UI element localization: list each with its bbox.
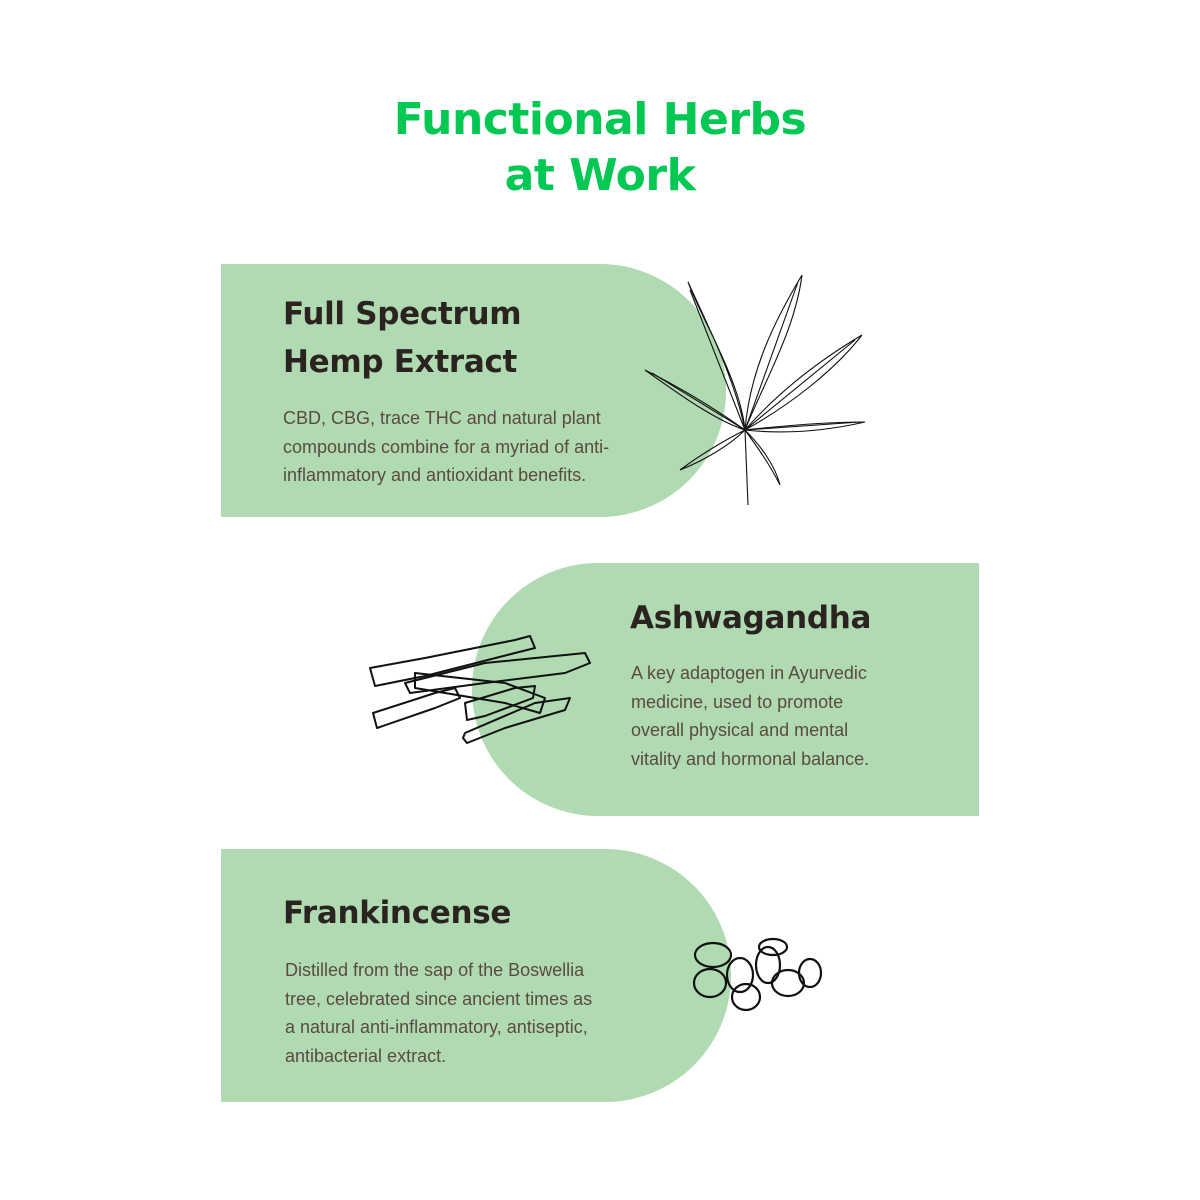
ashwagandha-root-icon [369,635,591,744]
hemp-card [221,264,726,517]
frankincense-description: Distilled from the sap of the Boswellia … [285,956,592,1070]
ashwagandha-description-line: vitality and hormonal balance. [631,748,870,769]
frankincense-description-line: Distilled from the sap of the Boswellia [285,960,585,980]
page-title-line2: at Work [504,150,696,201]
ashwagandha-description: A key adaptogen in Ayurvedic medicine, u… [631,659,869,773]
hemp-description: CBD, CBG, trace THC and natural plant co… [283,404,609,490]
ashwagandha-heading: Ashwagandha [630,600,872,636]
ashwagandha-card [472,563,979,816]
frankincense-resin-icon [692,937,823,1012]
page-title: Functional Herbs at Work [0,92,1200,204]
ashwagandha-description-line: medicine, used to promote [631,691,844,712]
ashwagandha-description-line: overall physical and mental [631,720,849,740]
page-title-line1: Functional Herbs [393,94,807,145]
hemp-leaf-icon [644,274,866,506]
hemp-description-line: inflammatory and antioxidant benefits. [283,465,587,485]
frankincense-card [221,849,731,1102]
frankincense-description-line: tree, celebrated since ancient times as [285,988,593,1009]
hemp-heading-line1: Full Spectrum [283,296,522,332]
frankincense-heading: Frankincense [283,895,512,931]
hemp-heading: Full Spectrum Hemp Extract [283,290,522,386]
frankincense-description-line: a natural anti-inflammatory, antiseptic, [285,1017,588,1037]
frankincense-description-line: antibacterial extract. [285,1045,447,1066]
hemp-description-line: CBD, CBG, trace THC and natural plant [283,408,601,428]
ashwagandha-description-line: A key adaptogen in Ayurvedic [631,663,867,683]
hemp-description-line: compounds combine for a myriad of anti- [283,436,610,457]
hemp-heading-line2: Hemp Extract [283,344,518,380]
